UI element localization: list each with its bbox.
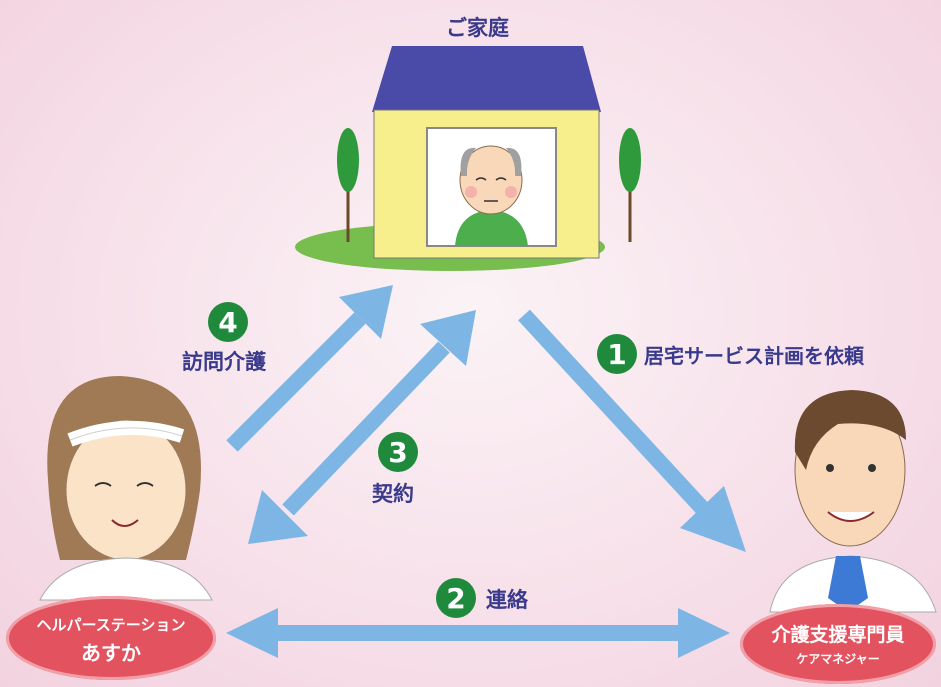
helper-figure [39, 376, 213, 601]
home-label: ご家庭 [446, 16, 509, 40]
step-1-badge: 1 [597, 334, 637, 374]
step-2-label: 連絡 [486, 588, 528, 612]
arrow-3-contract [248, 310, 476, 544]
step-1-label: 居宅サービス計画を依頼 [644, 344, 864, 368]
helper-station-name: ヘルパーステーション [36, 616, 186, 634]
step-4-label: 訪問介護 [182, 350, 266, 374]
step-3-badge: 3 [378, 432, 418, 472]
care-manager-subtitle: ケアマネジャー [796, 652, 880, 666]
care-manager-title: 介護支援専門員 [771, 624, 905, 646]
care-manager-badge: 介護支援専門員 ケアマネジャー [740, 604, 936, 684]
step-3-label: 契約 [372, 482, 414, 506]
tree-right [619, 128, 641, 242]
grandpa-figure [455, 145, 528, 246]
helper-station-subname: あすか [81, 641, 141, 665]
care-manager-figure [769, 390, 937, 613]
arrow-1-request [518, 309, 746, 552]
step-2-badge: 2 [436, 578, 476, 618]
arrow-4-visit [226, 285, 393, 452]
helper-station-badge: ヘルパーステーション あすか [6, 596, 216, 680]
house-roof [372, 46, 601, 112]
step-4-badge: 4 [208, 302, 248, 342]
tree-left [337, 128, 359, 242]
arrow-2-contact [226, 608, 730, 658]
